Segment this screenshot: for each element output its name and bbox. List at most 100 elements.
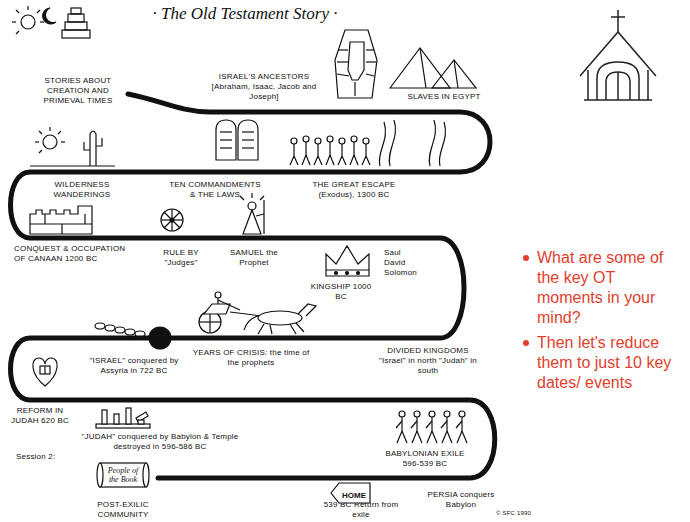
exodus-crowd-part	[353, 142, 354, 155]
wilderness-icon-part	[96, 138, 102, 146]
exodus-crowd-part	[389, 120, 395, 166]
judges-wheel	[161, 209, 183, 231]
exodus-crowd-part	[290, 156, 294, 165]
exile-walkers-part	[429, 411, 435, 417]
chariot-part	[218, 300, 240, 310]
winding-road	[11, 94, 495, 478]
crown-part	[346, 272, 349, 275]
city-walls-part	[61, 224, 62, 234]
exodus-crowd-part	[329, 142, 330, 155]
chariot-part	[298, 304, 316, 316]
ball-and-chain	[95, 323, 171, 349]
pharaoh-head-part	[337, 74, 349, 76]
creation-icon-part	[71, 8, 81, 14]
era-label: KINGSHIP 1000 BC	[310, 282, 372, 302]
era-label: RULE BY "Judges"	[146, 248, 216, 268]
name-list: Saul David Solomon	[384, 248, 424, 278]
scroll-roll	[143, 463, 149, 487]
pharaoh-head-part	[348, 42, 364, 80]
pharaoh-head-part	[338, 49, 348, 50]
judges-wheel-part	[161, 209, 183, 231]
exodus-crowd-part	[351, 136, 357, 142]
church-icon-part	[617, 72, 619, 100]
creation-icon-part	[43, 8, 56, 24]
exile-walkers-part	[411, 421, 417, 428]
scroll-node: People of the Book	[96, 462, 150, 488]
creation-icon-part	[68, 14, 84, 22]
exodus-crowd-part	[338, 156, 342, 165]
wilderness-icon-part	[43, 135, 57, 149]
pharaoh-head-part	[366, 74, 374, 76]
pyramids-part	[420, 48, 426, 88]
exodus-crowd-part	[293, 144, 294, 156]
prophet-figure-part	[263, 200, 264, 234]
creation-icon	[12, 6, 90, 38]
pharaoh-head-part	[366, 61, 376, 62]
exodus-crowd-part	[305, 142, 306, 155]
exile-walkers-part	[441, 421, 447, 428]
exile-walkers-part	[402, 431, 407, 443]
copyright-note: © SFC 1990	[496, 509, 552, 517]
crown-part	[326, 246, 369, 276]
exile-walkers	[396, 411, 467, 443]
ruined-temple-part	[114, 414, 119, 424]
exodus-crowd-part	[365, 144, 366, 156]
exile-walkers-part	[416, 417, 417, 431]
chariot	[199, 292, 316, 334]
era-label: ISRAEL'S ANCESTORS [Abraham, Isaac, Jaco…	[205, 72, 323, 102]
prophet-figure-part	[260, 196, 264, 200]
era-label: DIVIDED KINGDOMS "Israel" in north "Juda…	[375, 346, 481, 376]
exodus-crowd-part	[327, 136, 333, 142]
session-note: Session 2:	[16, 452, 76, 462]
wilderness-icon-part	[84, 142, 90, 150]
creation-icon-part	[62, 30, 90, 38]
diagram-title: · The Old Testament Story ·	[110, 4, 380, 24]
heart-book-part	[44, 366, 45, 374]
ruined-temple-part	[102, 410, 107, 424]
law-tablets-part	[220, 131, 232, 132]
church-icon-part	[606, 72, 630, 100]
exile-walkers-part	[461, 417, 462, 431]
wilderness-icon-part	[30, 165, 115, 166]
exodus-crowd-part	[429, 120, 435, 166]
chariot-part	[204, 304, 230, 314]
exile-walkers-part	[414, 411, 420, 417]
law-tablets-part	[220, 139, 232, 140]
exile-walkers-part	[442, 431, 447, 443]
era-label: BABYLONIAN EXILE 596-539 BC	[376, 449, 474, 469]
judges-wheel-part	[164, 212, 180, 228]
crown-part	[357, 272, 360, 275]
prophet-figure	[240, 193, 264, 234]
era-label: WILDERNESS WANDERINGS	[38, 180, 126, 200]
exile-walkers-part	[459, 411, 465, 417]
crown	[326, 246, 369, 276]
ball-and-chain-part	[115, 327, 125, 333]
pyramids-part	[390, 48, 450, 88]
exodus-crowd-part	[326, 155, 330, 165]
creation-icon-part	[16, 10, 19, 13]
ball-and-chain-part	[95, 323, 105, 329]
scroll-roll	[97, 463, 103, 487]
church-icon	[580, 10, 656, 100]
exodus-crowd-part	[306, 155, 310, 165]
creation-icon-part	[21, 15, 35, 29]
question-bullet: Then let's reduce them to just 10 key da…	[537, 333, 685, 393]
exile-walkers-part	[401, 417, 402, 431]
chariot-part	[258, 311, 302, 325]
exile-walkers-part	[447, 431, 452, 443]
wilderness-icon-part	[61, 141, 65, 142]
church-icon-part	[580, 32, 656, 76]
city-walls-part	[44, 214, 45, 224]
signpost-node: HOME	[330, 482, 371, 504]
ball-and-chain-part	[149, 327, 171, 349]
creation-icon-part	[65, 22, 87, 30]
law-tablets-part	[238, 120, 258, 160]
creation-icon-part	[27, 6, 28, 10]
chariot-part	[230, 312, 262, 316]
chariot-part	[199, 321, 221, 322]
chariot-part	[270, 325, 272, 334]
exodus-crowd-part	[439, 122, 445, 166]
law-tablets-part	[220, 147, 232, 148]
exodus-crowd-part	[379, 122, 385, 166]
